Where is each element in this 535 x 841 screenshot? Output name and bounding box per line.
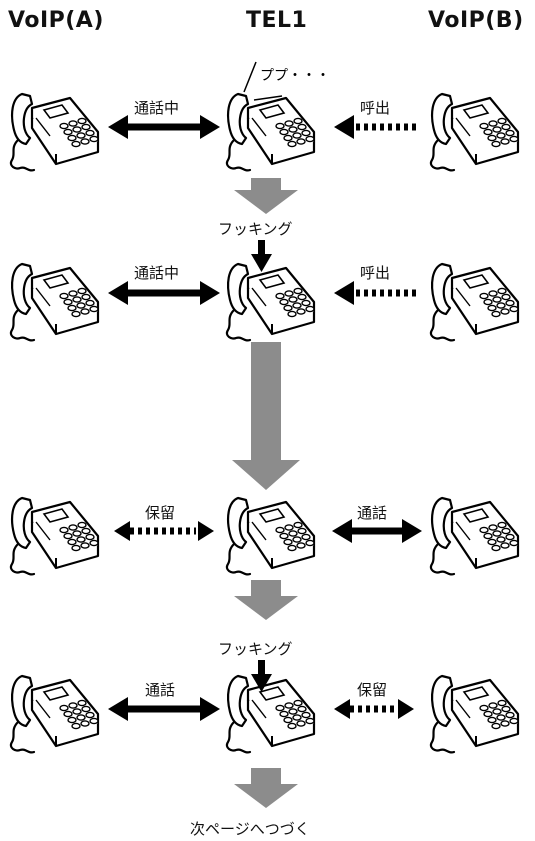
row4-right-label: 保留: [357, 681, 388, 699]
row4-left-label: 通話: [145, 681, 176, 699]
hook-press-arrow: [251, 660, 272, 692]
telephone-icon: [9, 496, 100, 576]
telephone-icon: [9, 92, 100, 172]
flow-arrow: [232, 342, 300, 490]
arrow-row1-right: [334, 115, 416, 139]
header-voip-b: VoIP(B): [428, 8, 524, 33]
telephone-icon: [429, 496, 520, 576]
header-voip-a: VoIP(A): [8, 8, 104, 33]
step-hooking-2: フッキング: [218, 640, 293, 658]
telephone-icon: [225, 496, 316, 576]
arrow-row2-right: [334, 281, 416, 305]
row1-left-label: 通話中: [134, 99, 180, 117]
ringing-marks: [243, 61, 283, 101]
telephone-icon: [225, 262, 316, 342]
telephone-icon: [429, 92, 520, 172]
flow-arrow: [234, 580, 298, 620]
header-tel1: TEL1: [246, 8, 308, 33]
telephone-icon: [429, 674, 520, 754]
arrow-row2-left: [108, 281, 220, 305]
arrow-row1-left: [108, 115, 220, 139]
ring-sound-text: ププ・・・: [260, 68, 330, 84]
row3-right-label: 通話: [357, 504, 388, 522]
row2-right-label: 呼出: [360, 264, 391, 282]
step-hooking-1: フッキング: [218, 220, 293, 238]
row2-left-label: 通話中: [134, 264, 180, 282]
arrow-row4-left: [108, 697, 220, 721]
arrow-row4-right: [334, 699, 414, 719]
telephone-icon: [225, 92, 316, 172]
flow-arrow: [234, 768, 298, 808]
row1-right-label: 呼出: [360, 99, 391, 117]
arrow-row3-right: [332, 519, 422, 543]
hook-press-arrow: [251, 240, 272, 272]
arrow-row3-left: [114, 521, 214, 541]
flow-arrow: [234, 178, 298, 214]
telephone-icon: [429, 262, 520, 342]
row3-left-label: 保留: [145, 504, 176, 522]
telephone-icon: [9, 262, 100, 342]
telephone-icon: [9, 674, 100, 754]
telephone-icon: [225, 674, 316, 754]
continue-next-page: 次ページへつづく: [190, 820, 310, 838]
